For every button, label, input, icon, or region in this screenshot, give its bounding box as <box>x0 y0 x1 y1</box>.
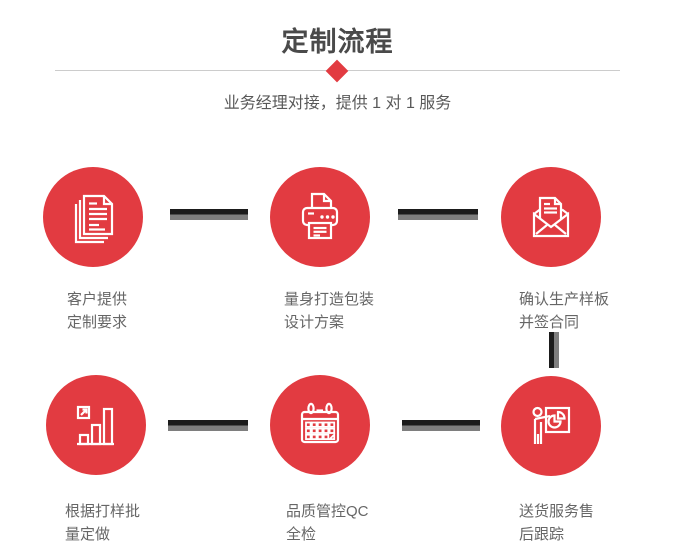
step-label-5: 品质管控QC 全检 <box>286 500 369 546</box>
step-label-line: 后跟踪 <box>519 526 565 543</box>
step-label-line: 送货服务售 <box>519 503 595 520</box>
step-circle-documents <box>43 167 143 267</box>
step-label-line: 全检 <box>286 526 317 543</box>
connector-step5-step6 <box>402 420 480 431</box>
step-circle-printer <box>270 167 370 267</box>
diamond-icon <box>325 59 349 83</box>
step-label-line: 品质管控QC <box>286 503 369 520</box>
step-label-line: 量身打造包装 <box>284 291 375 308</box>
step-label-line: 根据打样批 <box>65 503 141 520</box>
step-label-line: 客户提供 <box>67 291 128 308</box>
step-label-line: 设计方案 <box>284 314 345 331</box>
step-label-3: 确认生产样板 并签合同 <box>519 288 609 334</box>
step-label-line: 并签合同 <box>519 314 580 331</box>
step-label-1: 客户提供 定制要求 <box>67 288 127 334</box>
printer-icon <box>290 187 350 247</box>
step-label-4: 根据打样批 量定做 <box>65 500 140 546</box>
step-label-2: 量身打造包装 设计方案 <box>284 288 374 334</box>
envelope-icon <box>521 187 581 247</box>
step-label-line: 确认生产样板 <box>519 291 610 308</box>
step-circle-calendar <box>270 375 370 475</box>
step-label-line: 量定做 <box>65 526 111 543</box>
step-label-line: 定制要求 <box>67 314 128 331</box>
bar-chart-icon <box>66 395 126 455</box>
connector-step1-step2 <box>170 209 248 220</box>
documents-icon <box>63 187 123 247</box>
connector-step3-step6 <box>549 332 559 368</box>
page-title: 定制流程 <box>281 27 394 57</box>
connector-step4-step5 <box>168 420 248 431</box>
step-label-6: 送货服务售 后跟踪 <box>519 500 594 546</box>
connector-step2-step3 <box>398 209 478 220</box>
presenter-icon <box>521 396 581 456</box>
step-circle-bar-chart <box>46 375 146 475</box>
step-circle-presenter <box>501 376 601 476</box>
step-circle-envelope <box>501 167 601 267</box>
calendar-icon <box>290 395 350 455</box>
subtitle: 业务经理对接，提供 1 对 1 服务 <box>223 95 452 112</box>
